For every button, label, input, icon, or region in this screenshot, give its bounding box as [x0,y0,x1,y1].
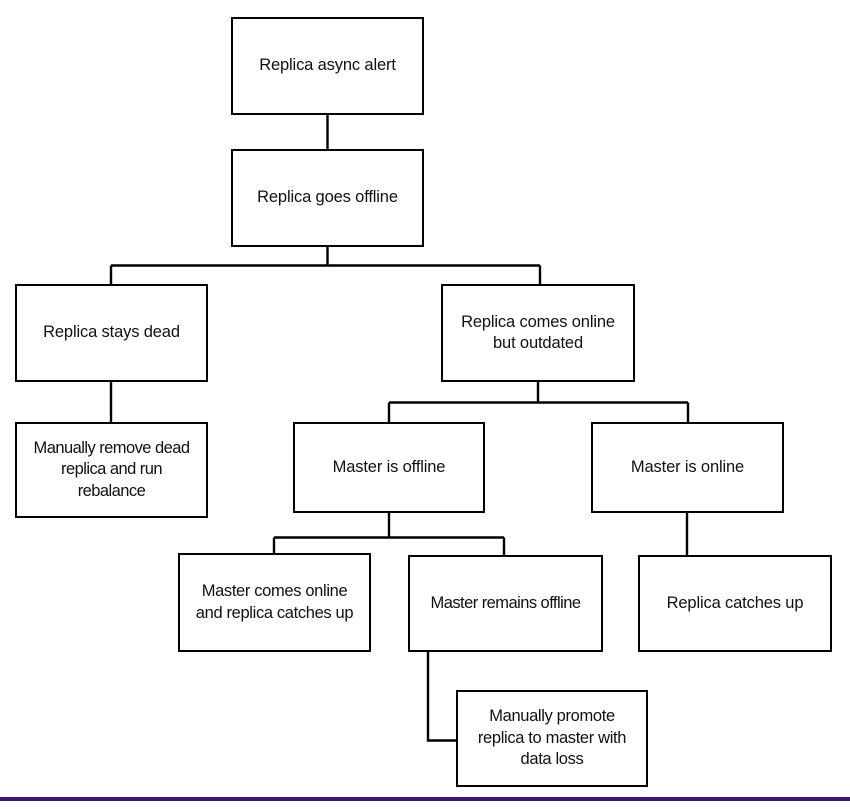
node-master-is-offline[interactable]: Master is offline [293,422,485,513]
node-manually-promote-replica[interactable]: Manually promote replica to master with … [456,690,648,787]
node-label-replica-stays-dead: Replica stays dead [43,323,180,342]
node-label-master-is-offline: Master is offline [332,457,446,476]
node-label-master-comes-online-and-replica-catches-up: Master comes online and replica catches … [195,582,354,622]
node-manually-remove-dead-replica[interactable]: Manually remove dead replica and run reb… [15,422,208,518]
node-label-replica-goes-offline: Replica goes offline [257,188,398,207]
node-replica-goes-offline[interactable]: Replica goes offline [231,149,424,247]
node-master-is-online[interactable]: Master is online [591,422,784,513]
edge-master-remains-offline-to-manually-promote [426,652,456,742]
bottom-accent-rule [0,797,850,801]
node-replica-async-alert[interactable]: Replica async alert [231,17,424,115]
node-label-replica-comes-online-but-outdated: Replica comes online but outdated [461,312,615,352]
node-master-remains-offline[interactable]: Master remains offline [408,555,603,652]
node-master-comes-online-and-replica-catches-up[interactable]: Master comes online and replica catches … [178,553,371,652]
node-replica-stays-dead[interactable]: Replica stays dead [15,284,208,382]
node-label-manually-remove-dead-replica: Manually remove dead replica and run reb… [33,438,190,500]
node-label-master-is-online: Master is online [630,457,745,476]
node-label-replica-catches-up: Replica catches up [666,593,804,612]
node-label-master-remains-offline: Master remains offline [430,593,581,612]
node-replica-comes-online-but-outdated[interactable]: Replica comes online but outdated [441,284,635,382]
node-label-manually-promote-replica: Manually promote replica to master with … [477,707,627,769]
node-replica-catches-up[interactable]: Replica catches up [638,555,832,652]
node-label-replica-async-alert: Replica async alert [259,56,396,75]
